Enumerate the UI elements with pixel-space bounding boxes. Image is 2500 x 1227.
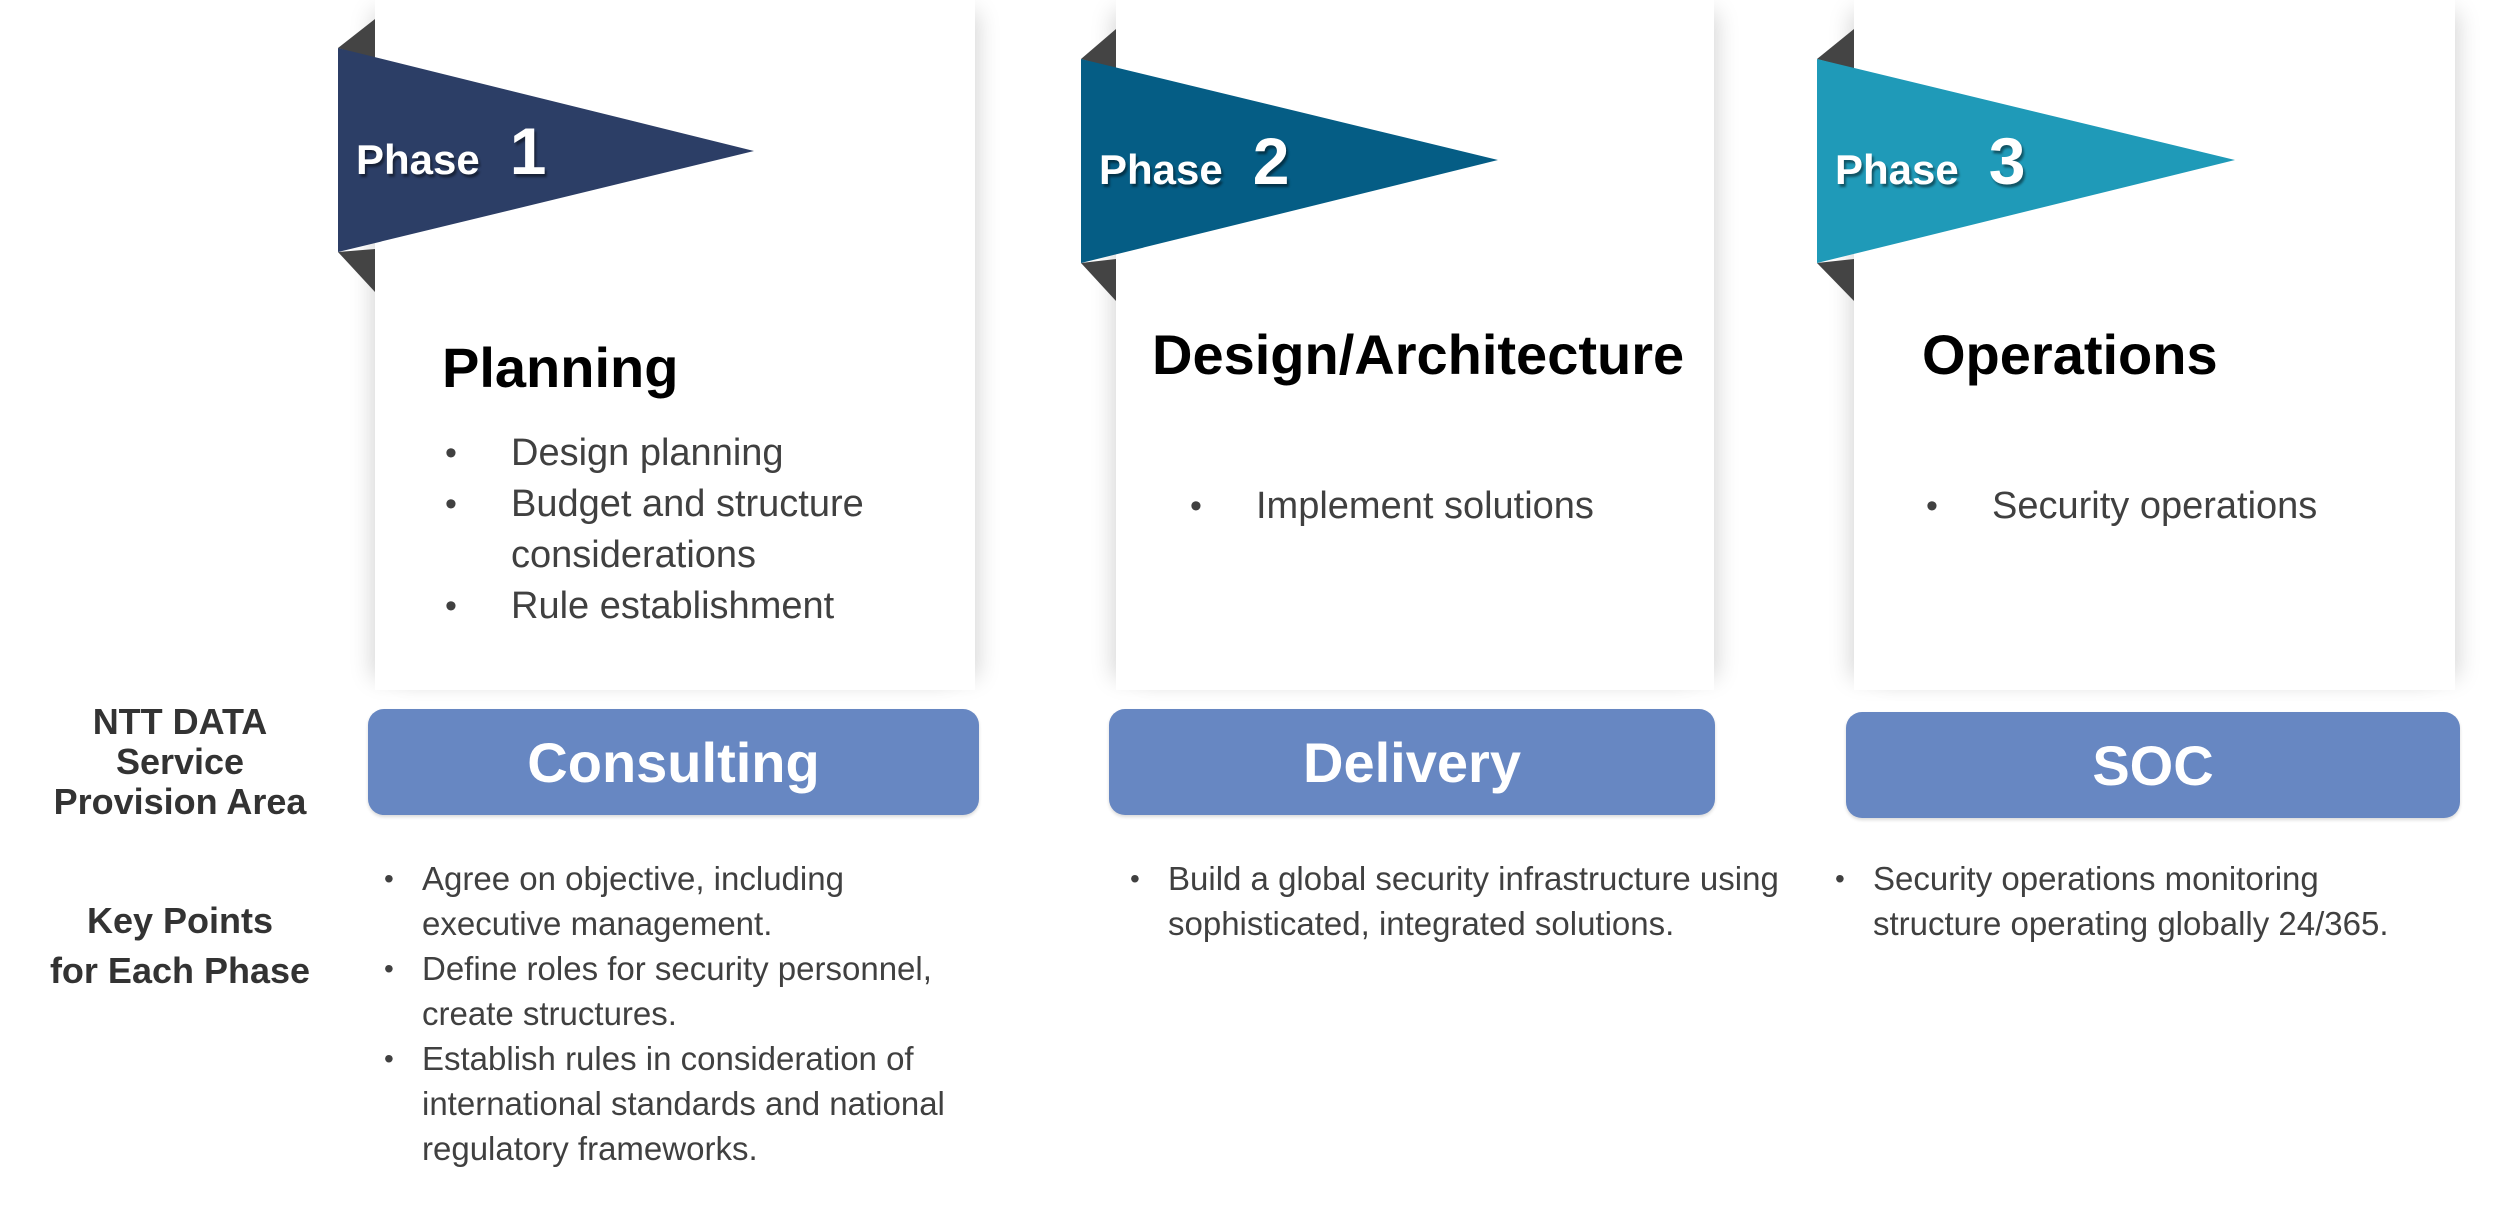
phase-1-title: Planning [442, 336, 679, 399]
service-area-label: NTT DATA Service Provision Area [20, 702, 340, 822]
phase-2-title: Design/Architecture [1152, 323, 1685, 386]
phase-word: Phase [1099, 146, 1223, 193]
phase-number: 3 [1988, 124, 2026, 198]
soc-button[interactable]: SOC [1846, 712, 2460, 818]
activity-item: Security operations [1926, 481, 2446, 532]
phase-3-label: Phase 3 [1835, 123, 2025, 199]
key-point: Build a global security infrastructure u… [1130, 856, 1810, 946]
key-point: Define roles for security personnel, cre… [384, 946, 984, 1036]
activity-item: Rule establishment [445, 581, 945, 632]
activity-item: Implement solutions [1190, 481, 1690, 532]
activity-item: Budget and structure considerations [445, 479, 945, 581]
label-line: NTT DATA [92, 701, 268, 742]
card-fade [1854, 610, 2455, 690]
card-fade [1116, 610, 1714, 690]
phase-2-flag: Phase 2 [1081, 29, 1501, 304]
phase-3-flag: Phase 3 [1817, 29, 2237, 304]
label-line: Provision Area [53, 781, 307, 822]
phase-3-key-points: Security operations monitoring structure… [1835, 856, 2455, 946]
pennant-icon [338, 19, 754, 292]
phase-word: Phase [356, 136, 480, 183]
label-line: Service [115, 741, 245, 782]
key-points-label: Key Points for Each Phase [20, 896, 340, 996]
phase-1-flag: Phase 1 [338, 19, 758, 294]
phase-word: Phase [1835, 146, 1959, 193]
phase-3-activities: Security operations [1926, 481, 2446, 532]
label-line: Key Points [86, 900, 274, 941]
phase-1-activities: Design planning Budget and structure con… [445, 428, 945, 632]
phase-number: 2 [1252, 124, 1290, 198]
key-point: Security operations monitoring structure… [1835, 856, 2455, 946]
phase-3-title: Operations [1922, 323, 2218, 386]
phase-1-label: Phase 1 [356, 113, 546, 189]
delivery-button[interactable]: Delivery [1109, 709, 1715, 815]
key-point: Agree on objective, including executive … [384, 856, 984, 946]
phase-2-key-points: Build a global security infrastructure u… [1130, 856, 1810, 946]
label-line: for Each Phase [49, 950, 311, 991]
phase-2-label: Phase 2 [1099, 123, 1289, 199]
phase-number: 1 [509, 114, 547, 188]
phase-2-activities: Implement solutions [1190, 481, 1690, 532]
pennant-icon [1081, 29, 1498, 301]
pennant-icon [1817, 29, 2235, 301]
key-point: Establish rules in consideration of inte… [384, 1036, 984, 1171]
activity-item: Design planning [445, 428, 945, 479]
consulting-button[interactable]: Consulting [368, 709, 979, 815]
phase-1-key-points: Agree on objective, including executive … [384, 856, 984, 1171]
